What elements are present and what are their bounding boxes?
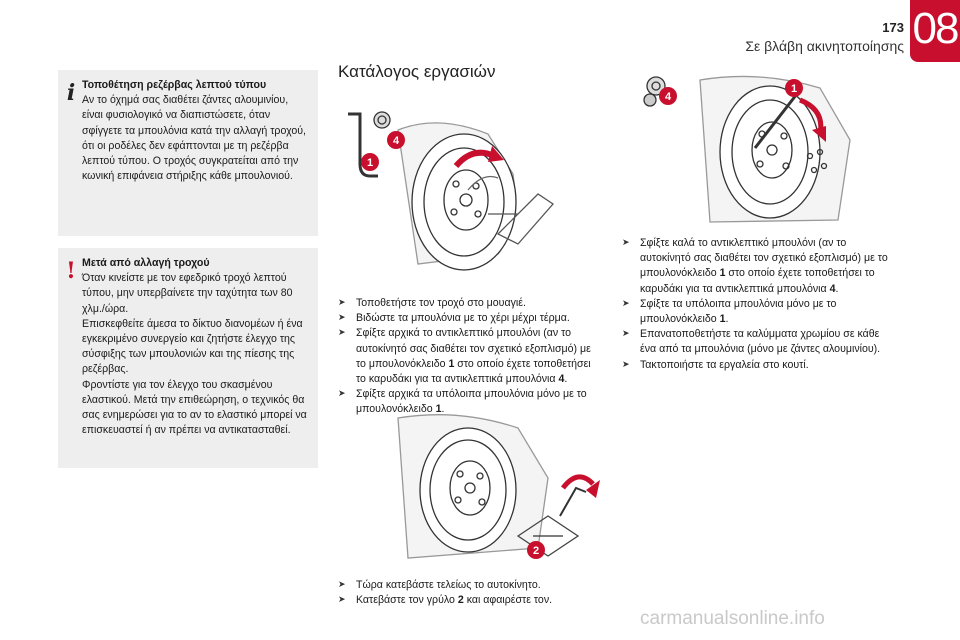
- fig1-callout-4: 4: [393, 135, 400, 147]
- step-item: Σφίξτε τα υπόλοιπα μπουλόνια μόνο με το …: [622, 297, 894, 327]
- illustration-wheel-fitting: 1 4: [348, 111, 554, 271]
- fig3-callout-4: 4: [665, 91, 672, 103]
- fig2-callout-2: 2: [533, 545, 539, 557]
- section-title: Σε βλάβη ακινητοποίησης: [745, 38, 904, 54]
- steps-list-a: Τοποθετήστε τον τροχό στο μουαγιέ. Βιδώσ…: [338, 296, 600, 418]
- info-box: i Τοποθέτηση ρεζέρβας λεπτού τύπου Αν το…: [58, 70, 318, 236]
- step-item: Σφίξτε καλά το αντικλεπτικό μπουλόνι (αν…: [622, 236, 894, 297]
- info-box-body: Αν το όχημά σας διαθέτει ζάντες αλουμινί…: [82, 94, 306, 183]
- warning-box-heading: Μετά από αλλαγή τροχού: [82, 257, 210, 269]
- fig3-callout-1: 1: [791, 83, 797, 95]
- illustration-lowering-jack: 2: [397, 414, 600, 559]
- page-number: 173: [882, 20, 904, 35]
- warning-box: ! Μετά από αλλαγή τροχού Όταν κινείστε μ…: [58, 248, 318, 468]
- info-box-heading: Τοποθέτηση ρεζέρβας λεπτού τύπου: [82, 79, 267, 91]
- chapter-tab: 08: [910, 0, 960, 62]
- warning-paragraph-2: Επισκεφθείτε άμεσα το δίκτυο διανομέων ή…: [82, 317, 303, 376]
- step-item: Σφίξτε αρχικά το αντικλεπτικό μπουλόνι (…: [338, 326, 600, 387]
- step-item: Τοποθετήστε τον τροχό στο μουαγιέ.: [338, 296, 600, 311]
- step-item: Επανατοποθετήστε τα καλύμματα χρωμίου σε…: [622, 327, 894, 357]
- step-item: Τακτοποιήστε τα εργαλεία στο κουτί.: [622, 358, 894, 373]
- main-title: Κατάλογος εργασιών: [338, 62, 496, 81]
- watermark: carmanualsonline.info: [640, 608, 825, 629]
- illustration-tightening-bolts: 1 4: [643, 75, 851, 223]
- step-item: Κατεβάστε τον γρύλο 2 και αφαιρέστε τον.: [338, 593, 600, 608]
- warning-icon: !: [66, 258, 76, 284]
- step-item: Βιδώστε τα μπουλόνια με το χέρι μέχρι τέ…: [338, 311, 600, 326]
- steps-list-b: Τώρα κατεβάστε τελείως το αυτοκίνητο. Κα…: [338, 578, 600, 609]
- step-item: Τώρα κατεβάστε τελείως το αυτοκίνητο.: [338, 578, 600, 593]
- steps-list-c: Σφίξτε καλά το αντικλεπτικό μπουλόνι (αν…: [622, 236, 894, 373]
- fig1-callout-1: 1: [367, 157, 373, 169]
- warning-paragraph-1: Όταν κινείστε με τον εφεδρικό τροχό λεπτ…: [82, 272, 293, 315]
- info-icon: i: [66, 80, 76, 106]
- warning-paragraph-3: Φροντίστε για τον έλεγχο του σκασμένου ε…: [82, 378, 307, 437]
- step-item: Σφίξτε αρχικά τα υπόλοιπα μπουλόνια μόνο…: [338, 387, 600, 417]
